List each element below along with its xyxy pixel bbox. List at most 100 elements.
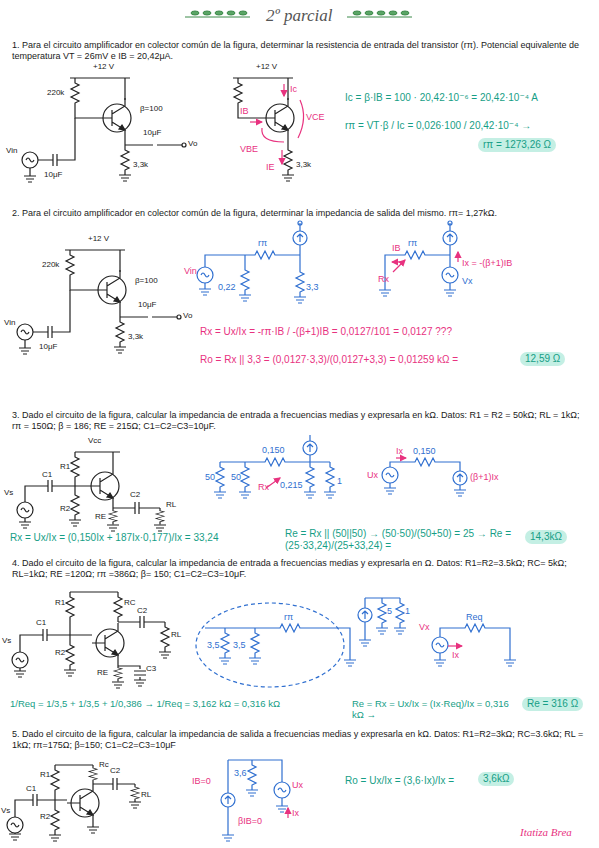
label-text: +12 V — [256, 62, 277, 72]
label-text: 10μF — [39, 342, 57, 352]
label-text: Vs — [4, 488, 13, 498]
result-value: Re = 316 Ω — [522, 697, 583, 711]
label-text: C2 — [130, 490, 140, 500]
label-text: Ro = Rx || 3,3 = (0,0127·3,3)/(0,0127+3,… — [200, 354, 458, 366]
question-text: 2. Para el circuito amplificador en cole… — [12, 208, 587, 219]
label-text: Req — [466, 612, 483, 623]
label-text: RL — [166, 500, 176, 510]
label-text: 3,3k — [296, 160, 311, 170]
result-value: 3,6kΩ — [478, 772, 514, 786]
label-text: 0,150 — [413, 446, 436, 457]
label-text: 220k — [47, 88, 64, 98]
label-text: RC — [124, 598, 136, 608]
label-text: C1 — [26, 784, 36, 794]
label-text: R2 — [60, 504, 70, 514]
label-text: 10μF — [138, 300, 156, 310]
label-text: R1 — [55, 598, 65, 608]
result-value: rπ = 1273,26 Ω — [478, 138, 556, 152]
label-text: Ix — [396, 446, 403, 457]
label-text: RL — [141, 790, 151, 800]
label-text: IE — [266, 162, 275, 173]
page-title: 2º parcial — [266, 6, 333, 26]
label-text: 3,5 — [233, 640, 246, 651]
label-text: Ic — [290, 84, 297, 95]
label-text: 3,6 — [234, 768, 247, 779]
label-text: 1 — [405, 606, 410, 617]
label-text: Vs — [2, 636, 11, 646]
label-text: C1 — [36, 618, 46, 628]
label-text: Re = Rx = Ux/Ix = (Ix·Req)/Ix = 0,316 kΩ… — [352, 698, 517, 721]
label-text: Rx — [378, 274, 389, 285]
label-text: 0,150 — [262, 445, 285, 456]
label-text: +12 V — [88, 234, 109, 244]
label-text: 3,3 — [306, 282, 319, 293]
label-text: Ux — [292, 780, 303, 791]
label-text: Vx — [419, 622, 430, 633]
label-text: 3,3k — [128, 332, 143, 342]
label-text: Rx = Ux/Ix = -rπ·IB / -(β+1)IB = 0,0127/… — [200, 326, 452, 338]
label-text: Rc — [99, 760, 109, 770]
question-text: 5. Dado el circuito de la figura, calcul… — [12, 729, 587, 751]
label-text: βIB=0 — [238, 816, 262, 827]
label-text: C3 — [146, 664, 156, 674]
label-text: R2 — [40, 812, 50, 822]
label-text: 10μF — [143, 128, 161, 138]
label-text: Rx = Ux/Ix = (0,150Ix + 187Ix·0,177)/Ix … — [10, 532, 218, 544]
label-text: Ux — [367, 470, 378, 481]
label-text: 0,22 — [218, 282, 236, 293]
label-text: Ix = -(β+1)IB — [462, 258, 512, 269]
label-text: 50 — [231, 472, 241, 483]
label-text: R1 — [40, 770, 50, 780]
label-text: 0,215 — [280, 480, 303, 491]
label-text: Ic = β·IB = 100 · 20,42·10⁻⁶ = 20,42·10⁻… — [345, 92, 538, 104]
label-text: (β+1)Ix — [470, 472, 498, 483]
label-text: rπ — [284, 612, 293, 623]
label-text: Vcc — [88, 436, 101, 446]
label-text: Ro = Ux/Ix = (3,6·Ix)/Ix = — [345, 775, 454, 787]
label-text: Ix — [292, 808, 299, 819]
label-text: Vo — [188, 139, 197, 149]
label-text: β=100 — [135, 276, 158, 286]
label-text: Vs — [1, 806, 10, 816]
label-text: RE — [95, 512, 106, 522]
label-text: 3,5 — [207, 640, 220, 651]
label-text: Vin — [6, 146, 17, 156]
question-text: 3. Dado el circuito de la figura, calcul… — [12, 410, 587, 432]
label-text: C2 — [110, 766, 120, 776]
result-value: 12,59 Ω — [520, 352, 565, 366]
label-text: 1 — [337, 476, 342, 487]
label-text: 3,3k — [133, 160, 148, 170]
label-text: 220k — [42, 260, 59, 270]
label-text: IB — [240, 106, 249, 117]
label-text: RE — [97, 668, 108, 678]
label-text: β=100 — [140, 104, 163, 114]
label-text: C1 — [42, 470, 52, 480]
question-text: 4. Dado el circuito de la figura, calcul… — [12, 558, 587, 580]
label-text: rπ = VT·β / Ic = 0,026·100 / 20,42·10⁻⁴ … — [345, 120, 531, 132]
label-text: rπ — [258, 238, 267, 249]
label-text: VBE — [240, 144, 258, 155]
result-value: 14,3kΩ — [525, 530, 567, 544]
label-text: Rx — [258, 482, 269, 493]
label-text: IB=0 — [192, 776, 211, 787]
label-text: VCE — [306, 112, 325, 123]
signature: Itatiza Brea — [520, 826, 572, 839]
label-text: R1 — [60, 462, 70, 472]
label-text: R2 — [55, 648, 65, 658]
label-text: RL — [171, 630, 181, 640]
question-text: 1. Para el circuito amplificador en cole… — [12, 40, 587, 62]
label-text: Re = Rx || (50||50) → (50·50)/(50+50) = … — [285, 528, 515, 552]
label-text: Vin — [4, 318, 15, 328]
label-text: 50 — [205, 472, 215, 483]
label-text: 1/Req = 1/3,5 + 1/3,5 + 1/0,386 → 1/Req … — [10, 698, 280, 709]
label-text: C2 — [137, 606, 147, 616]
label-text: Vo — [183, 311, 192, 321]
label-text: 10μF — [44, 170, 62, 180]
label-text: Vin — [184, 266, 197, 277]
label-text: 5 — [387, 606, 392, 617]
label-text: Vx — [462, 276, 473, 287]
label-text: rπ — [408, 238, 417, 249]
label-text: +12 V — [93, 62, 114, 72]
label-text: IB — [392, 243, 401, 254]
